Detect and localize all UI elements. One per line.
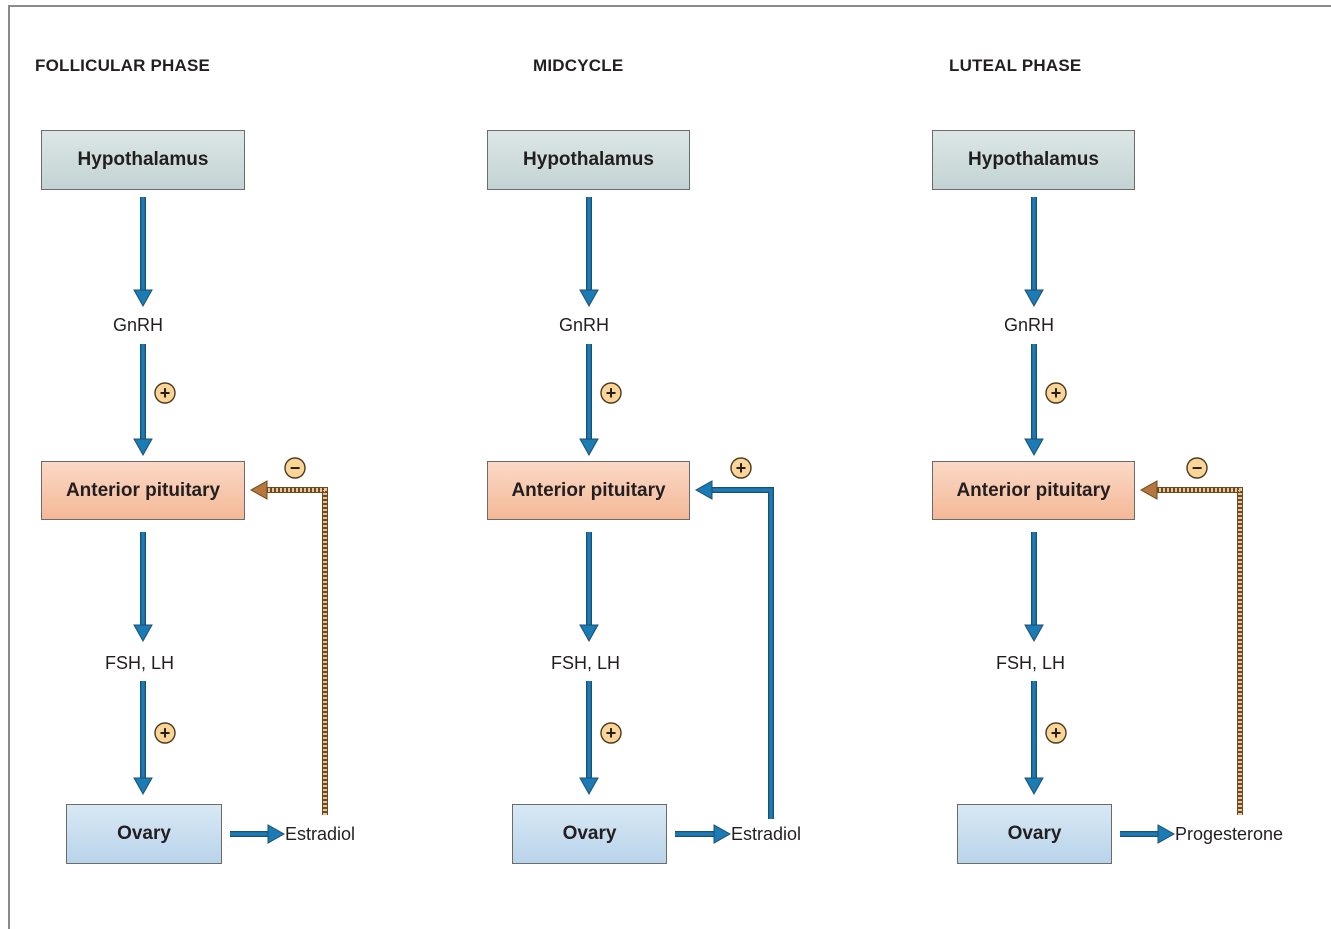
arrow-fsh-lh-to-ovary (579, 681, 599, 796)
positive-feedback-badge: + (730, 457, 752, 479)
negative-feedback-badge: − (1186, 457, 1208, 479)
gnrh-label: GnRH (559, 315, 610, 335)
positive-feedback-badge: + (154, 722, 176, 744)
hormone-label: Estradiol (285, 824, 356, 844)
positive-feedback-badge: + (600, 382, 622, 404)
hormone-label: Progesterone (1175, 824, 1284, 844)
arrow-fsh-lh-to-ovary (1024, 681, 1044, 796)
svg-text:+: + (606, 383, 617, 403)
negative-feedback-arrow (1139, 480, 1243, 815)
positive-feedback-arrow (694, 480, 774, 819)
svg-text:+: + (606, 723, 617, 743)
fsh-lh-label: FSH, LH (996, 653, 1066, 673)
svg-text:−: − (1192, 458, 1203, 478)
positive-feedback-badge: + (600, 722, 622, 744)
phase-title: FOLLICULAR PHASE (35, 56, 211, 75)
hormone-label: Estradiol (731, 824, 802, 844)
arrow-pituitary-to-fsh-lh (133, 532, 153, 643)
svg-text:+: + (736, 458, 747, 478)
hypothalamus-box: Hypothalamus (487, 130, 690, 190)
phase-title: MIDCYCLE (533, 56, 624, 75)
svg-text:+: + (160, 723, 171, 743)
svg-text:+: + (1051, 383, 1062, 403)
ovary-box: Ovary (957, 804, 1112, 864)
anterior-pituitary-box: Anterior pituitary (932, 461, 1135, 520)
arrow-ovary-to-hormone (1120, 824, 1176, 844)
negative-feedback-badge: − (284, 457, 306, 479)
arrow-gnrh-to-pituitary (1024, 344, 1044, 457)
arrow-gnrh-to-pituitary (579, 344, 599, 457)
hypothalamus-box: Hypothalamus (41, 130, 245, 190)
arrow-gnrh-to-pituitary (133, 344, 153, 457)
positive-feedback-badge: + (154, 382, 176, 404)
hypothalamus-box: Hypothalamus (932, 130, 1135, 190)
fsh-lh-label: FSH, LH (105, 653, 175, 673)
positive-feedback-badge: + (1045, 382, 1067, 404)
figure-frame (8, 5, 1331, 929)
arrow-fsh-lh-to-ovary (133, 681, 153, 796)
arrow-pituitary-to-fsh-lh (1024, 532, 1044, 643)
arrow-pituitary-to-fsh-lh (579, 532, 599, 643)
gnrh-label: GnRH (113, 315, 164, 335)
ovary-box: Ovary (66, 804, 222, 864)
arrow-hypothalamus-to-gnrh (579, 197, 599, 308)
arrow-ovary-to-hormone (230, 824, 286, 844)
anterior-pituitary-box: Anterior pituitary (41, 461, 245, 520)
negative-feedback-arrow (249, 480, 328, 815)
ovary-box: Ovary (512, 804, 667, 864)
anterior-pituitary-box: Anterior pituitary (487, 461, 690, 520)
gnrh-label: GnRH (1004, 315, 1055, 335)
svg-text:+: + (160, 383, 171, 403)
positive-feedback-badge: + (1045, 722, 1067, 744)
svg-text:+: + (1051, 723, 1062, 743)
phase-title: LUTEAL PHASE (949, 56, 1082, 75)
arrow-ovary-to-hormone (675, 824, 732, 844)
fsh-lh-label: FSH, LH (551, 653, 621, 673)
arrow-hypothalamus-to-gnrh (133, 197, 153, 308)
svg-text:−: − (290, 458, 301, 478)
arrow-hypothalamus-to-gnrh (1024, 197, 1044, 308)
